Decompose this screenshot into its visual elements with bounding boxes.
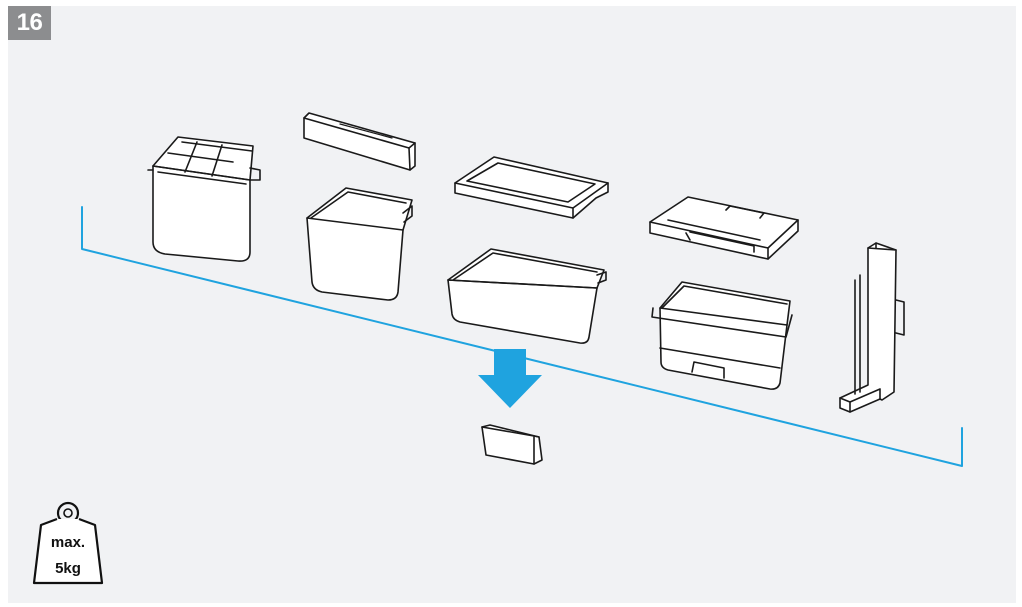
lid-panel — [303, 112, 416, 171]
step-number-badge: 16 — [8, 6, 51, 40]
weight-limit-line1: max. — [51, 534, 85, 551]
pot-container — [306, 187, 413, 301]
adhesive-pad — [481, 424, 543, 465]
shelf-rail — [649, 196, 799, 260]
weight-limit-line2: 5kg — [55, 560, 81, 577]
bucket-with-handle — [651, 281, 793, 390]
weight-kettlebell-icon: max. 5kg — [32, 501, 104, 585]
shallow-tray — [454, 156, 609, 219]
upright-holder — [839, 242, 905, 413]
organizer-container — [147, 136, 261, 262]
arrow-down-icon — [478, 349, 542, 408]
deep-basket — [447, 248, 607, 344]
